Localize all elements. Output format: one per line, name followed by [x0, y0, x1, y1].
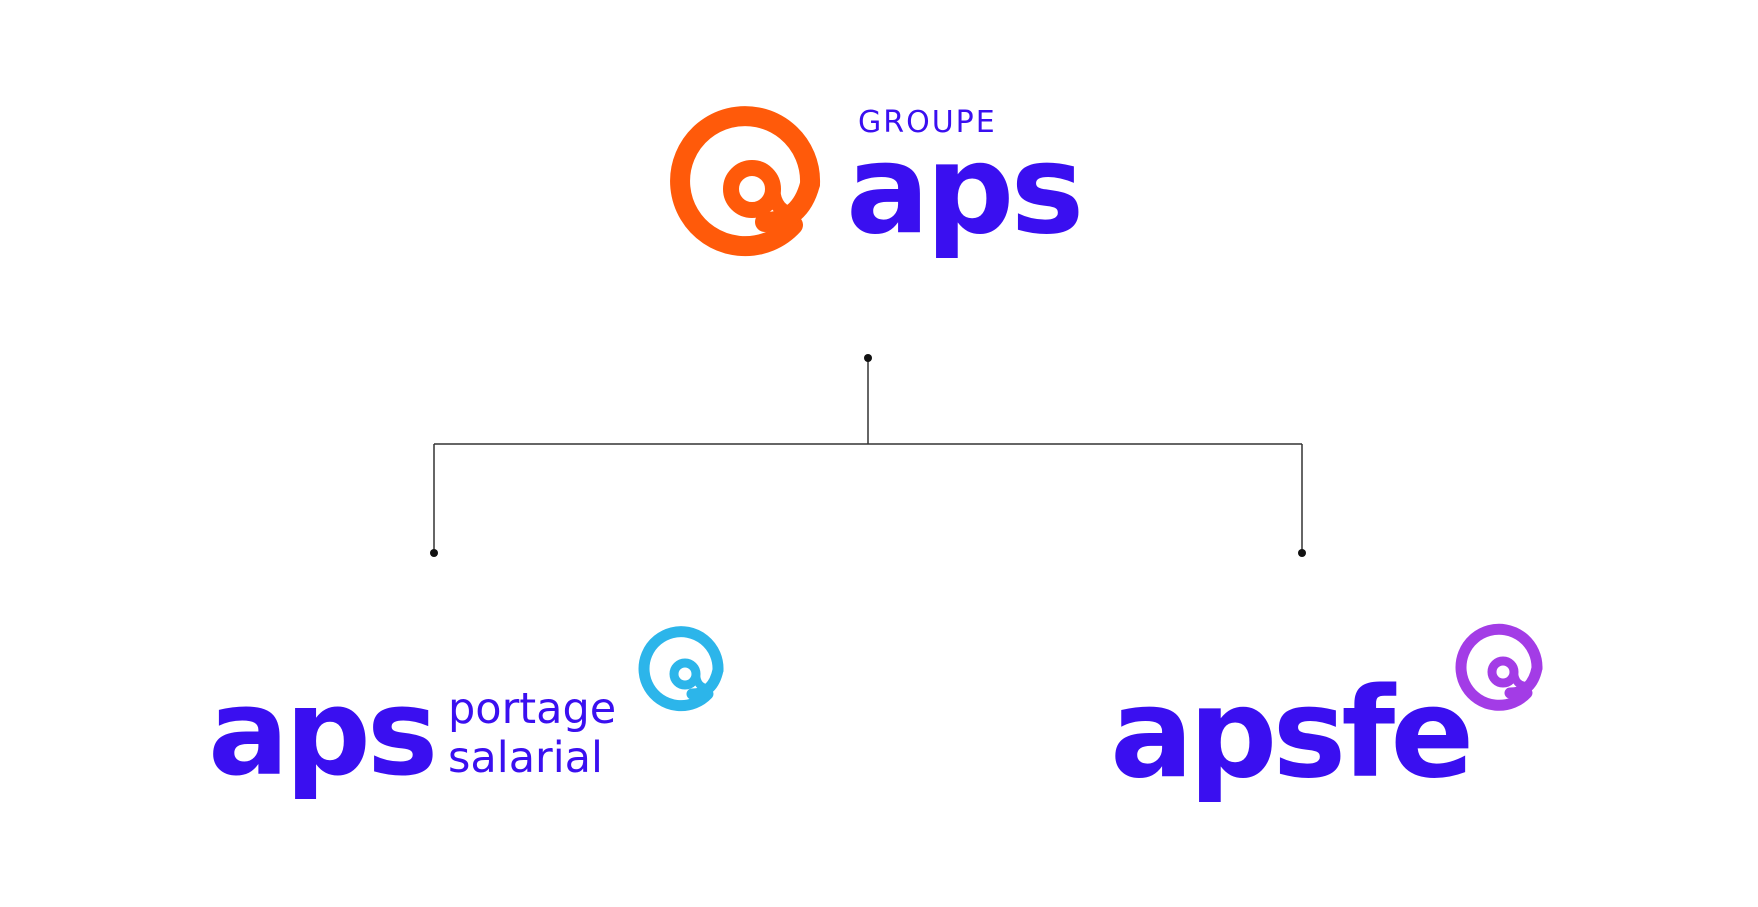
connector-top-dot [864, 354, 872, 362]
connector-tree [433, 358, 1303, 553]
at-swirl-icon [670, 106, 821, 257]
connector-right-dot [1298, 549, 1306, 557]
apsfe-logo: apsfe [1110, 623, 1543, 806]
parent-logo: GROUPE aps [670, 105, 1084, 262]
portage-tagline-line1: portage [448, 684, 616, 734]
aps-portage-salarial-logo: aps portage salarial [208, 626, 724, 803]
portage-wordmark: aps [208, 664, 434, 803]
at-swirl-icon [638, 626, 724, 712]
portage-tagline-line2: salarial [448, 733, 603, 783]
group-label: GROUPE [858, 105, 997, 140]
parent-wordmark: aps [846, 118, 1080, 262]
connector-left-dot [430, 549, 438, 557]
apsfe-wordmark: apsfe [1110, 662, 1469, 806]
at-swirl-icon [1455, 623, 1543, 711]
